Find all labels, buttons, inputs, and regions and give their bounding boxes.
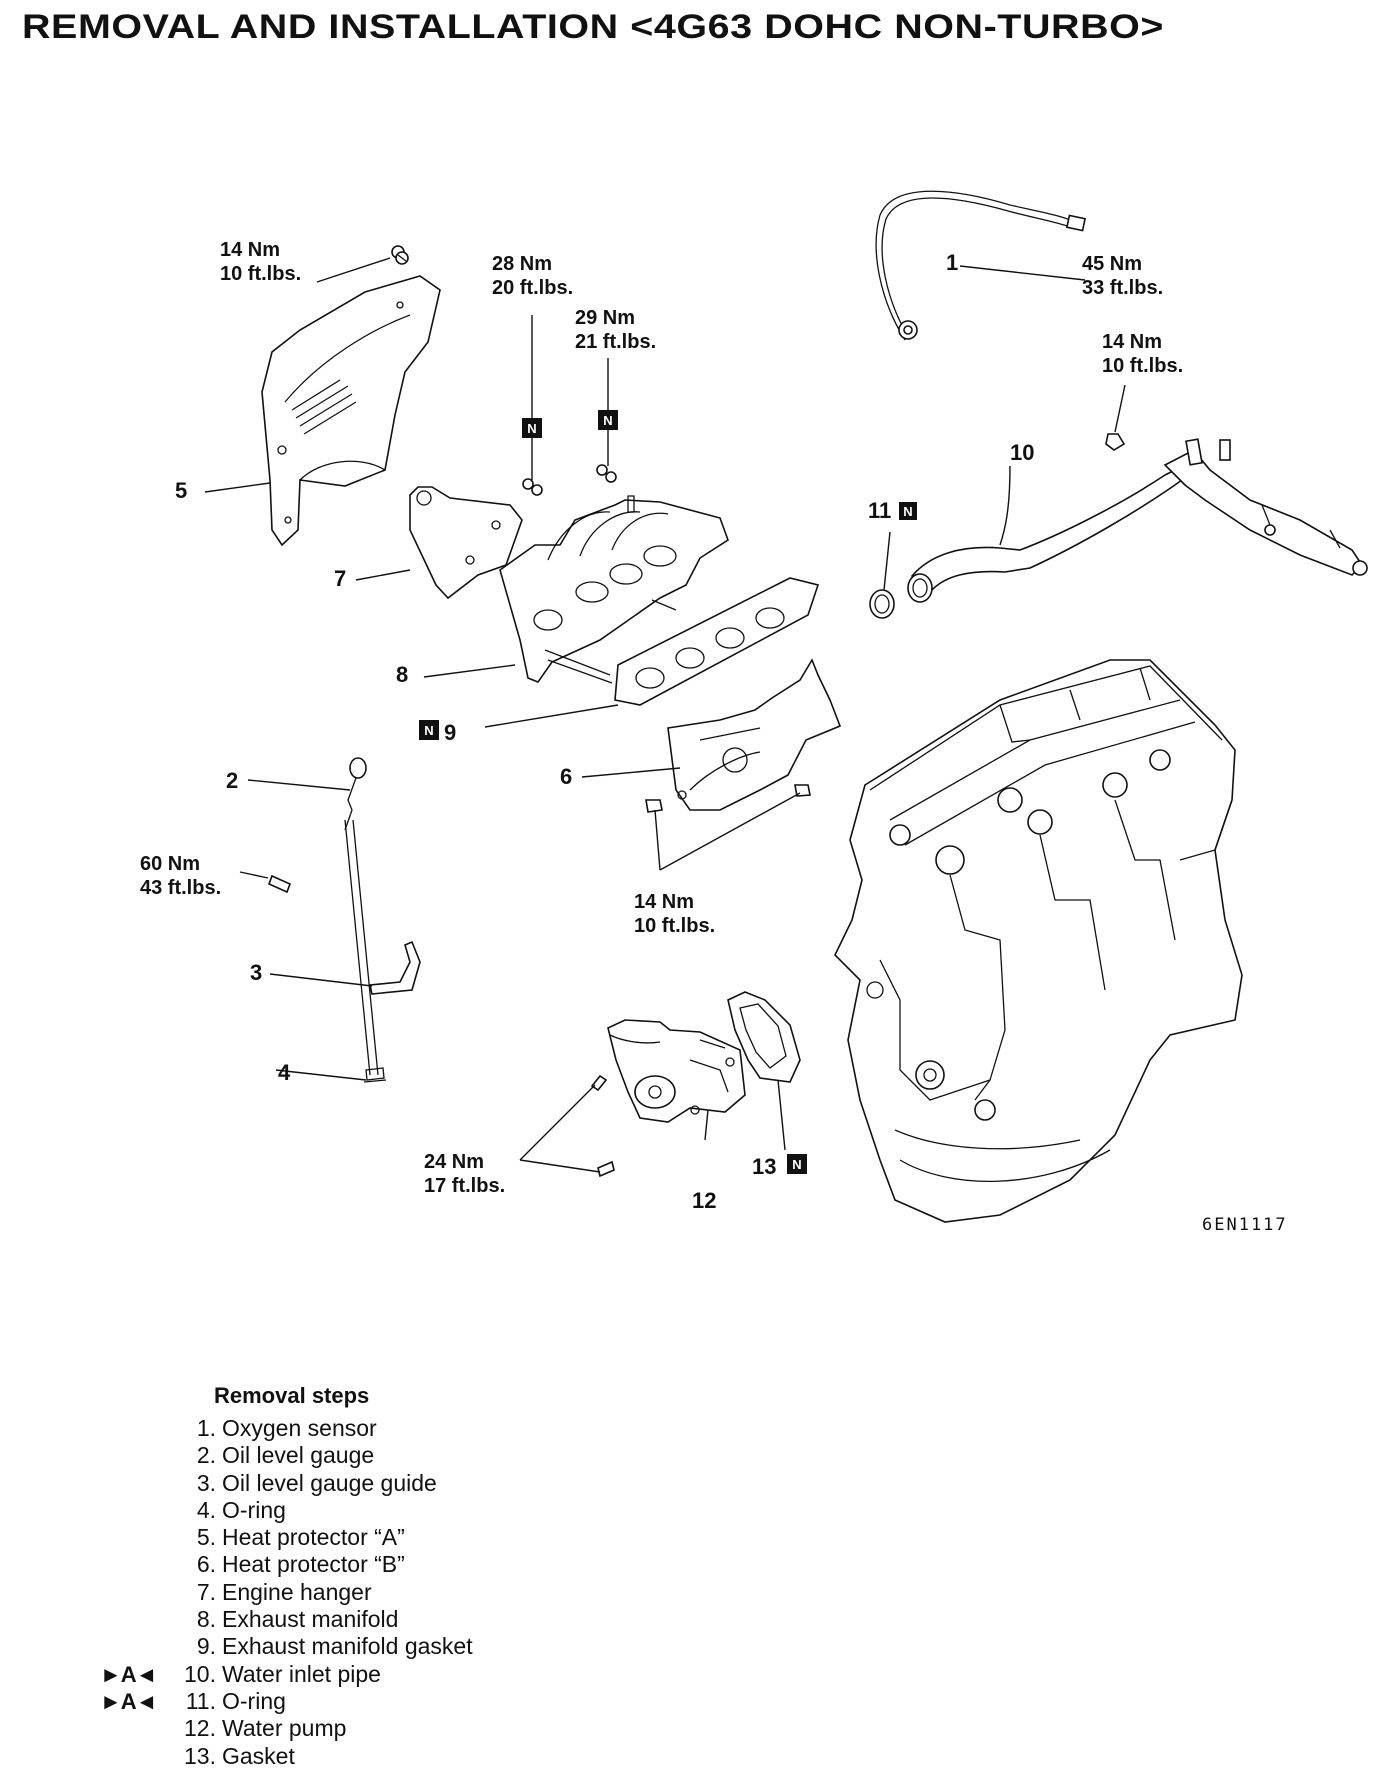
svg-text:10 ft.lbs.: 10 ft.lbs. [220,263,301,285]
step-number: 9. [196,1633,216,1660]
svg-text:N: N [603,413,612,428]
exhaust-manifold-gasket-drawing [614,577,820,706]
new-part-mark: N [598,410,618,430]
svg-text:43 ft.lbs.: 43 ft.lbs. [140,877,221,899]
torque-oxygen-sensor: 45 Nm 33 ft.lbs. [1082,253,1163,299]
callout-2: 2 [226,768,238,793]
step-number: 4. [196,1496,216,1523]
heat-protector-b-drawing [667,658,842,811]
step-number: 3. [196,1469,216,1496]
oil-level-gauge-drawing [344,757,367,831]
figure-code: 6EN1117 [1202,1215,1288,1235]
step-name: Water inlet pipe [222,1660,381,1687]
torque-inlet-pipe-bolt: 14 Nm 10 ft.lbs. [1102,331,1183,377]
o-ring-11-drawing [869,589,895,619]
heat-protector-a-bolt [395,251,409,265]
step-name: Oxygen sensor [222,1415,377,1441]
callout-13: 13 [752,1154,776,1179]
callout-6: 6 [560,764,572,789]
step-name: O-ring [222,1687,286,1714]
water-inlet-pipe-drawing [907,438,1368,603]
engine-block-drawing [834,659,1243,1223]
step-name: Water pump [222,1715,347,1742]
svg-text:N: N [527,421,536,436]
callout-10: 10 [1010,440,1034,465]
step-number: 13. [184,1742,216,1769]
svg-text:20 ft.lbs.: 20 ft.lbs. [492,277,573,299]
step-name: Oil level gauge guide [222,1469,437,1496]
svg-text:14 Nm: 14 Nm [1102,331,1162,353]
svg-text:N: N [792,1157,801,1172]
engine-hanger-drawing [409,486,523,600]
step-number: 8. [196,1606,216,1633]
step-number: 7. [196,1578,216,1605]
callout-12: 12 [692,1188,716,1213]
step-number: 2. [196,1442,216,1469]
service-point-mark: ►A◄ [100,1661,157,1687]
manifold-nut-29nm [596,464,617,483]
heat-protector-b-bolts [645,784,811,813]
step-name: Heat protector “A” [222,1524,405,1551]
svg-text:24 Nm: 24 Nm [424,1151,484,1173]
torque-heat-protector-b: 14 Nm 10 ft.lbs. [634,891,715,937]
new-part-mark: N [419,720,439,740]
svg-text:10 ft.lbs.: 10 ft.lbs. [634,915,715,937]
exploded-parts-diagram: N N N N N 1 2 3 4 5 6 7 8 9 10 11 12 13 … [140,190,1368,1235]
step-name: Gasket [222,1742,295,1769]
step-number: 12. [184,1715,216,1742]
svg-text:28 Nm: 28 Nm [492,253,552,275]
step-name: Exhaust manifold [222,1606,399,1633]
callout-1: 1 [946,250,958,275]
water-pump-drawing [607,1019,746,1123]
step-number: 5. [196,1524,216,1551]
svg-text:60 Nm: 60 Nm [140,853,200,875]
torque-heat-protector-a: 14 Nm 10 ft.lbs. [220,239,301,285]
torque-guide-bolt: 60 Nm 43 ft.lbs. [140,853,221,899]
guide-bolt [267,874,292,894]
svg-text:N: N [424,723,433,738]
new-part-mark: N [899,502,917,520]
step-number: 1. [196,1415,216,1441]
callout-5: 5 [175,478,187,503]
svg-text:10 ft.lbs.: 10 ft.lbs. [1102,355,1183,377]
svg-text:17 ft.lbs.: 17 ft.lbs. [424,1175,505,1197]
torque-manifold-nut-2: 29 Nm 21 ft.lbs. [575,307,656,353]
oxygen-sensor-drawing [875,190,1087,341]
step-number: 6. [196,1551,216,1578]
step-name: Oil level gauge [222,1442,375,1469]
step-name: Engine hanger [222,1578,372,1605]
callout-8: 8 [396,662,408,687]
water-pump-bolts [590,1074,615,1178]
callout-3: 3 [250,960,262,985]
water-pump-gasket-drawing [727,991,801,1083]
step-name: Heat protector “B” [222,1551,405,1578]
svg-text:45 Nm: 45 Nm [1082,253,1142,275]
svg-text:29 Nm: 29 Nm [575,307,635,329]
svg-text:14 Nm: 14 Nm [634,891,694,913]
svg-text:21 ft.lbs.: 21 ft.lbs. [575,331,656,353]
new-part-mark: N [787,1154,807,1174]
svg-text:33 ft.lbs.: 33 ft.lbs. [1082,277,1163,299]
torque-water-pump: 24 Nm 17 ft.lbs. [424,1151,505,1197]
service-point-mark: ►A◄ [100,1688,157,1714]
oil-level-gauge-guide-drawing [344,819,421,1081]
svg-text:N: N [903,504,912,519]
callout-11: 11 [868,498,891,523]
step-name: O-ring [222,1496,286,1523]
page-title: REMOVAL AND INSTALLATION <4G63 DOHC NON-… [22,8,1165,46]
removal-steps-heading: Removal steps [214,1383,370,1408]
manifold-nut-28nm [522,478,543,496]
step-name: Exhaust manifold gasket [222,1633,473,1660]
inlet-pipe-bolt [1105,433,1126,451]
exhaust-manifold-drawing [499,495,729,684]
new-part-mark: N [522,418,542,438]
svg-text:14 Nm: 14 Nm [220,239,280,261]
step-number: 10. [184,1660,216,1687]
callout-9: 9 [444,720,456,745]
torque-manifold-nut-1: 28 Nm 20 ft.lbs. [492,253,573,299]
callout-7: 7 [334,566,346,591]
step-number: 11. [185,1687,216,1714]
o-ring-4-drawing [363,1079,387,1083]
callout-4: 4 [278,1060,291,1085]
